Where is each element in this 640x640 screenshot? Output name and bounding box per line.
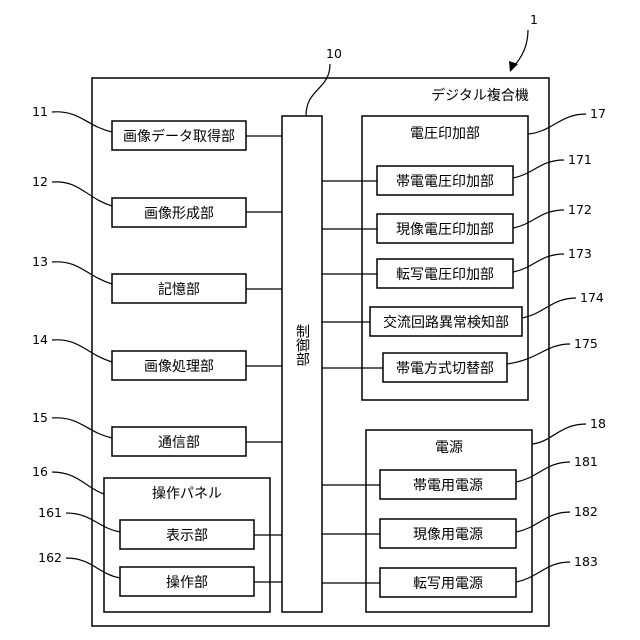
voltage-unit-ref: 17 <box>590 106 606 121</box>
controller-ref: 10 <box>326 46 342 61</box>
unit-communication: 通信部 15 <box>32 410 282 456</box>
unit-14-ref: 14 <box>32 332 48 347</box>
unit-image-data-acquisition: 画像データ取得部 11 <box>32 104 282 150</box>
ref-172: 172 <box>568 202 592 217</box>
ref-173: 173 <box>568 246 592 261</box>
power-supply-label: 電源 <box>435 440 463 456</box>
display-unit-label: 表示部 <box>166 528 208 544</box>
svg-text:転写電圧印加部: 転写電圧印加部 <box>396 267 494 283</box>
voltage-unit-label: 電圧印加部 <box>410 126 480 142</box>
operation-unit-ref: 162 <box>38 550 62 565</box>
svg-text:画像データ取得部: 画像データ取得部 <box>123 128 235 145</box>
unit-storage: 記憶部 13 <box>32 254 282 303</box>
unit-11-ref: 11 <box>32 104 48 119</box>
svg-text:通信部: 通信部 <box>158 435 200 451</box>
unit-12-ref: 12 <box>32 174 48 189</box>
svg-text:交流回路異常検知部: 交流回路異常検知部 <box>383 314 509 331</box>
device-title: デジタル複合機 <box>431 87 529 104</box>
display-unit-ref: 161 <box>38 505 62 520</box>
svg-text:帯電電圧印加部: 帯電電圧印加部 <box>396 174 494 190</box>
svg-text:現像用電源: 現像用電源 <box>413 527 483 543</box>
power-supply-unit: 電源 18 帯電用電源 181 現像用電源 182 転写用電源 183 <box>322 416 606 612</box>
unit-image-processing: 画像処理部 14 <box>32 332 282 380</box>
ref-181: 181 <box>574 454 598 469</box>
device-ref: 1 <box>530 12 538 27</box>
unit-13-ref: 13 <box>32 254 48 269</box>
operation-unit-label: 操作部 <box>166 575 208 591</box>
controller-label: 制御部 <box>294 324 310 366</box>
controller-ref-leader <box>306 64 330 116</box>
svg-text:現像電圧印加部: 現像電圧印加部 <box>396 222 494 238</box>
ref-182: 182 <box>574 504 598 519</box>
operation-panel-label: 操作パネル <box>152 486 222 502</box>
svg-text:帯電用電源: 帯電用電源 <box>413 478 483 494</box>
svg-text:記憶部: 記憶部 <box>158 281 200 298</box>
operation-panel: 操作パネル 16 表示部 161 操作部 162 <box>32 464 282 612</box>
operation-panel-ref: 16 <box>32 464 48 479</box>
device-ref-arrow <box>512 30 528 68</box>
unit-image-forming: 画像形成部 12 <box>32 174 282 227</box>
voltage-application-unit: 電圧印加部 17 帯電電圧印加部 171 現像電圧印加部 172 転写電圧印加部… <box>322 106 606 400</box>
unit-15-ref: 15 <box>32 410 48 425</box>
svg-text:転写用電源: 転写用電源 <box>413 576 483 592</box>
ref-174: 174 <box>580 290 604 305</box>
svg-text:画像形成部: 画像形成部 <box>144 206 214 222</box>
ref-175: 175 <box>574 336 598 351</box>
svg-text:帯電方式切替部: 帯電方式切替部 <box>396 361 494 377</box>
ref-183: 183 <box>574 554 598 569</box>
power-supply-ref: 18 <box>590 416 606 431</box>
svg-text:画像処理部: 画像処理部 <box>144 359 214 375</box>
ref-171: 171 <box>568 152 592 167</box>
